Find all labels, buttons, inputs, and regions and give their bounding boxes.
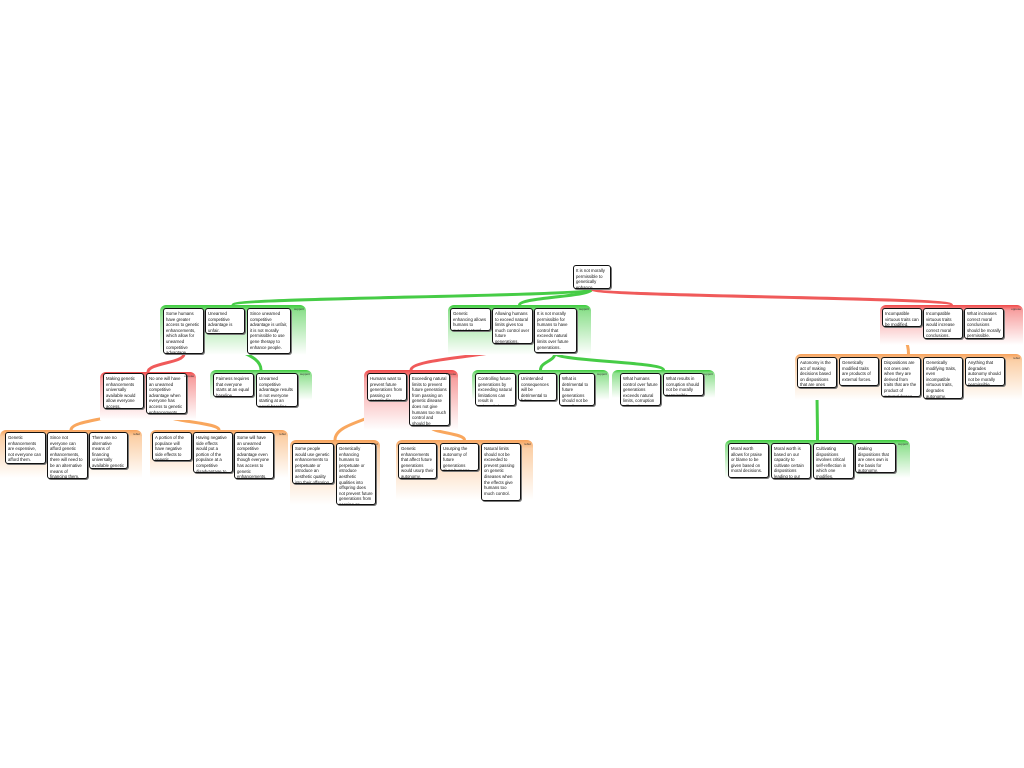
group-type-label: oppose bbox=[446, 372, 456, 376]
premise-card[interactable]: Allowing humans to exceed natural limits… bbox=[492, 308, 533, 344]
premise-card[interactable]: Since not everyone can afford genetic en… bbox=[47, 432, 88, 479]
connector-line bbox=[590, 287, 953, 307]
premise-card[interactable]: It is not morally permissible for humans… bbox=[534, 308, 577, 353]
premise-card[interactable]: Since unearned competitive advantage is … bbox=[247, 308, 291, 354]
connector-line bbox=[553, 351, 665, 372]
premise-card[interactable]: No one will have an unearned competitive… bbox=[146, 373, 187, 414]
premise-card[interactable]: Genetically modified traits are products… bbox=[839, 357, 879, 386]
group-type-label: support bbox=[596, 372, 607, 376]
premise-card[interactable]: What humans control over future generati… bbox=[620, 373, 661, 406]
premise-card[interactable]: Genetically enhancing humans to perpetua… bbox=[336, 443, 376, 505]
premise-card[interactable]: Making genetic enhancements universally … bbox=[103, 373, 144, 409]
connector-line bbox=[518, 287, 594, 307]
premise-card[interactable]: Genetically modifying traits, even incom… bbox=[923, 357, 963, 399]
premise-card[interactable]: Unintended consequences will be detrimen… bbox=[518, 373, 557, 401]
group-type-label: support bbox=[897, 442, 908, 446]
premise-card[interactable]: Making dispositions that are ones own is… bbox=[855, 443, 896, 473]
premise-card[interactable]: Incompatible virtuous traits can be modi… bbox=[882, 308, 922, 327]
group-type-label: rebut bbox=[1013, 356, 1020, 360]
group-type-label: support bbox=[293, 307, 304, 311]
premise-card[interactable]: Genetic enhancing allows humans to excee… bbox=[450, 308, 491, 331]
premise-card[interactable]: Dispositions are not ones own when they … bbox=[881, 357, 921, 397]
premise-card[interactable]: Usurping the autonomy of future generati… bbox=[440, 443, 479, 471]
group-type-label: support bbox=[578, 307, 589, 311]
premise-card[interactable]: Cultivating dispositions involves critic… bbox=[813, 443, 854, 479]
premise-card[interactable]: Unearned competitive advantage results i… bbox=[256, 373, 298, 407]
premise-card[interactable]: Autonomy is the act of making decisions … bbox=[797, 357, 837, 388]
premise-card[interactable]: A portion of the populace will have nega… bbox=[152, 432, 192, 461]
premise-card[interactable]: Some people would use genetic enhancemen… bbox=[292, 443, 334, 484]
group-type-label: support bbox=[702, 372, 713, 376]
premise-card[interactable]: There are no alternative means of financ… bbox=[89, 432, 128, 469]
group-type-label: support bbox=[299, 372, 310, 376]
group-type-label: rebut bbox=[133, 432, 140, 436]
connector-line bbox=[539, 352, 557, 371]
premise-card[interactable]: Moral worth allows for praise or blame t… bbox=[728, 443, 769, 478]
group-type-label: rebut bbox=[279, 432, 286, 436]
premise-card[interactable]: Genetic enhancements that affect future … bbox=[398, 443, 437, 479]
premise-card[interactable]: Moral worth is based on our capacity to … bbox=[771, 443, 811, 479]
premise-card[interactable]: Humans want to prevent future generation… bbox=[367, 373, 407, 401]
premise-card[interactable]: Unearned competitive advantage is unfair… bbox=[205, 308, 245, 334]
group-type-label: rebut bbox=[524, 442, 531, 446]
premise-card[interactable]: Genetic enhancements are expensive, not … bbox=[5, 432, 46, 464]
group-type-label: rebut bbox=[371, 442, 378, 446]
premise-card[interactable]: Exceeding natural limits to prevent futu… bbox=[409, 373, 450, 426]
group-type-label: oppose bbox=[184, 374, 194, 378]
premise-card[interactable]: Some humans have greater access to genet… bbox=[163, 308, 204, 354]
root-claim-card[interactable]: It is not morally permissible to genetic… bbox=[573, 265, 611, 289]
connector-line bbox=[146, 353, 186, 373]
premise-card[interactable]: What is detrimental to future generation… bbox=[559, 373, 595, 406]
premise-card[interactable]: Anything that degrades autonomy should n… bbox=[965, 357, 1005, 386]
premise-card[interactable]: Natural limits should not be exceeded to… bbox=[481, 443, 521, 501]
premise-card[interactable]: Incompatible virtuous traits would incre… bbox=[923, 308, 963, 339]
premise-card[interactable]: Having negative side effects would put a… bbox=[193, 432, 233, 473]
group-type-label: oppose bbox=[1011, 307, 1021, 311]
premise-card[interactable]: Fairness requires that everyone starts a… bbox=[213, 373, 254, 397]
premise-card[interactable]: What increases correct moral conclusions… bbox=[964, 308, 1004, 339]
premise-card[interactable]: Some will have an unearned competitive a… bbox=[234, 432, 274, 479]
connector-line bbox=[231, 287, 594, 307]
premise-card[interactable]: What results in corruption should not be… bbox=[663, 373, 704, 396]
premise-card[interactable]: Controlling future generations by exceed… bbox=[475, 373, 516, 406]
